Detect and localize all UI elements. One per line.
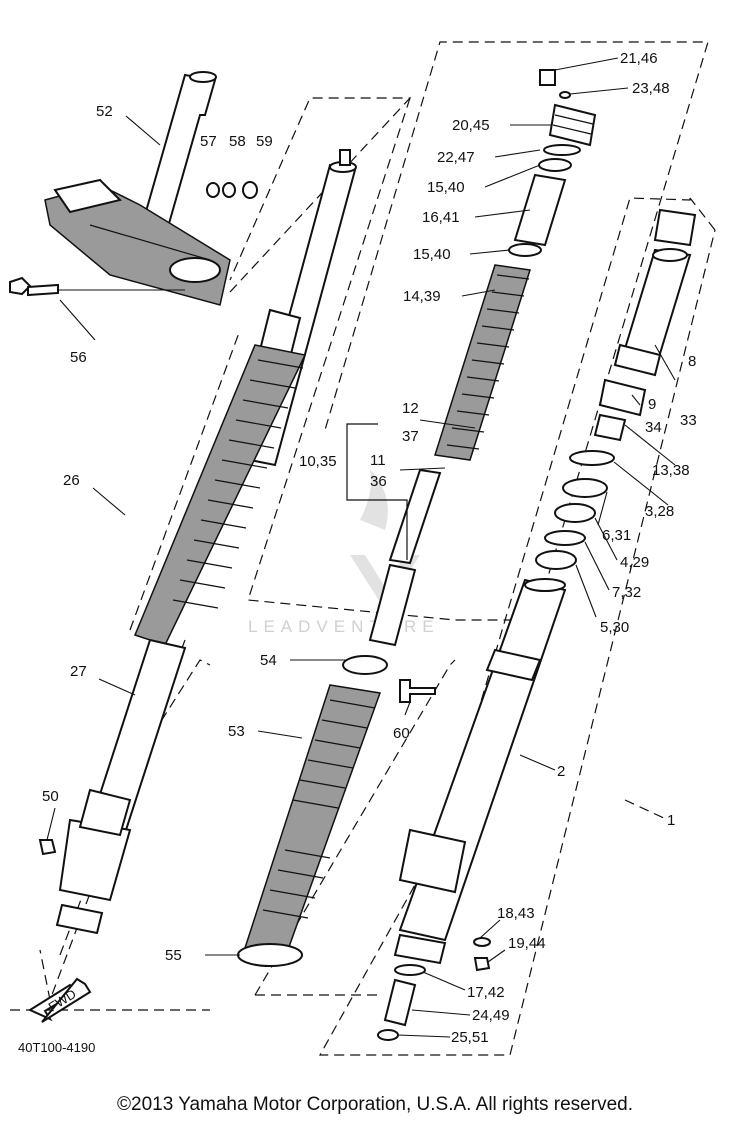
label-56: 56 (70, 349, 87, 366)
left-fork-leg (38, 149, 357, 935)
label-10-35: 10,35 (299, 453, 337, 470)
right-fork-outer (393, 578, 567, 965)
label-22-47: 22,47 (437, 149, 475, 166)
label-36: 36 (370, 473, 387, 490)
label-4-29: 4,29 (620, 554, 649, 571)
label-37: 37 (402, 428, 419, 445)
forward-arrow-icon: FWD (27, 977, 92, 1023)
diagram-code: 40T100-4190 (18, 1040, 95, 1055)
label-2: 2 (557, 763, 565, 780)
label-57: 57 (200, 133, 217, 150)
bolt-56 (9, 276, 185, 297)
label-6-31: 6,31 (602, 527, 631, 544)
label-14-39: 14,39 (403, 288, 441, 305)
label-12: 12 (402, 400, 419, 417)
leader-lines (46, 57, 676, 1038)
label-52: 52 (96, 103, 113, 120)
label-13-38: 13,38 (652, 462, 690, 479)
label-25-51: 25,51 (451, 1029, 489, 1046)
bottom-fasteners (377, 937, 491, 1041)
label-18-43: 18,43 (497, 905, 535, 922)
label-53: 53 (228, 723, 245, 740)
right-fork-tube (535, 208, 697, 570)
label-15-40-b: 15,40 (413, 246, 451, 263)
label-16-41: 16,41 (422, 209, 460, 226)
label-3-28: 3,28 (645, 503, 674, 520)
label-55: 55 (165, 947, 182, 964)
label-19-44: 19,44 (508, 935, 546, 952)
copyright-notice: ©2013 Yamaha Motor Corporation, U.S.A. A… (117, 1094, 633, 1115)
label-21-46: 21,46 (620, 50, 658, 67)
label-8: 8 (688, 353, 696, 370)
label-58: 58 (229, 133, 246, 150)
label-9: 9 (648, 396, 656, 413)
label-59: 59 (256, 133, 273, 150)
label-17-42: 17,42 (467, 984, 505, 1001)
label-34: 34 (645, 419, 662, 436)
watermark-text: LEADVENTURE (248, 617, 440, 636)
label-1: 1 (667, 812, 675, 829)
label-33: 33 (680, 412, 697, 429)
label-27: 27 (70, 663, 87, 680)
label-7-32: 7,32 (612, 584, 641, 601)
label-60: 60 (393, 725, 410, 742)
label-54: 54 (260, 652, 277, 669)
steering-stem-assembly (44, 71, 258, 306)
fork-internals (368, 69, 597, 647)
label-50: 50 (42, 788, 59, 805)
label-11: 11 (370, 452, 386, 469)
label-20-45: 20,45 (452, 117, 490, 134)
label-24-49: 24,49 (472, 1007, 510, 1024)
label-23-48: 23,48 (632, 80, 670, 97)
callout-labels: 21,46 23,48 20,45 22,47 15,40 16,41 15,4… (18, 50, 697, 1055)
label-26: 26 (63, 472, 80, 489)
label-5-30: 5,30 (600, 619, 629, 636)
label-15-40-a: 15,40 (427, 179, 465, 196)
